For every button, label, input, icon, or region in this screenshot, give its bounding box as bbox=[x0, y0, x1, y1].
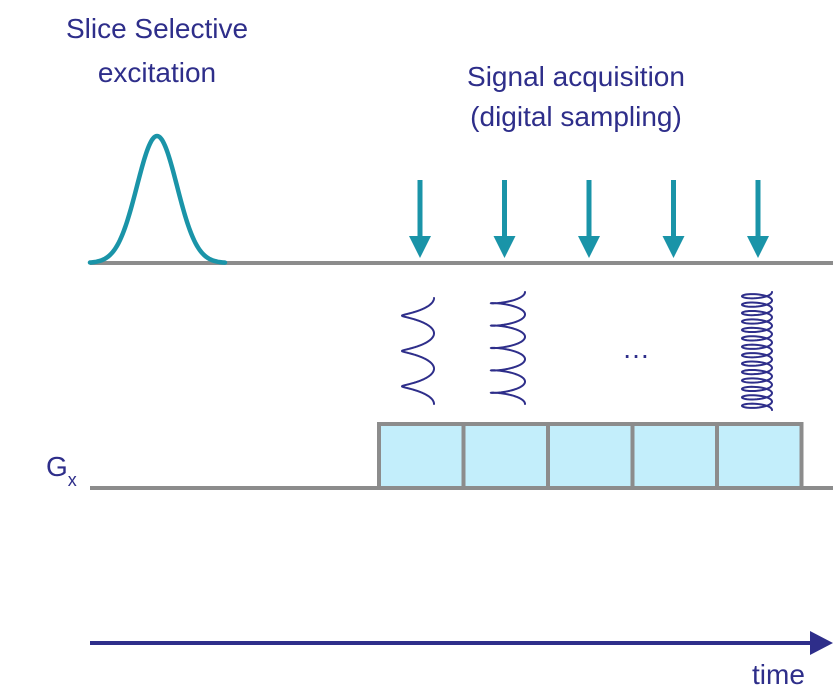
sampling-arrow-head bbox=[493, 236, 516, 258]
signal-spiral-3 bbox=[740, 291, 774, 411]
ellipsis-text: … bbox=[622, 333, 650, 364]
gradient-cell bbox=[377, 422, 466, 490]
sampling-arrows bbox=[409, 180, 769, 258]
gradient-cell bbox=[715, 422, 804, 490]
gradient-label-subscript: x bbox=[68, 470, 77, 490]
signal-spiral-1 bbox=[400, 297, 436, 405]
sampling-arrow-head bbox=[578, 236, 600, 258]
signal-spirals bbox=[400, 291, 774, 411]
sampling-arrow-head bbox=[409, 236, 431, 258]
signal-spiral-2 bbox=[489, 291, 527, 405]
acquisition-label-line2: (digital sampling) bbox=[470, 101, 682, 132]
gradient-lobe bbox=[377, 422, 804, 490]
excitation-label-line1: Slice Selective bbox=[66, 13, 248, 44]
acquisition-label-line1: Signal acquisition bbox=[467, 61, 685, 92]
time-axis-arrowhead bbox=[810, 631, 833, 655]
sampling-arrow-head bbox=[747, 236, 769, 258]
sampling-arrow-head bbox=[662, 236, 685, 258]
gradient-cell bbox=[461, 422, 550, 490]
gradient-cell bbox=[546, 422, 635, 490]
gradient-cell bbox=[630, 422, 719, 490]
excitation-pulse bbox=[87, 133, 228, 265]
gradient-label: Gx bbox=[46, 451, 77, 490]
excitation-label-line2: excitation bbox=[98, 57, 216, 88]
time-axis-label: time bbox=[752, 659, 805, 690]
gradient-label-main: G bbox=[46, 451, 68, 482]
